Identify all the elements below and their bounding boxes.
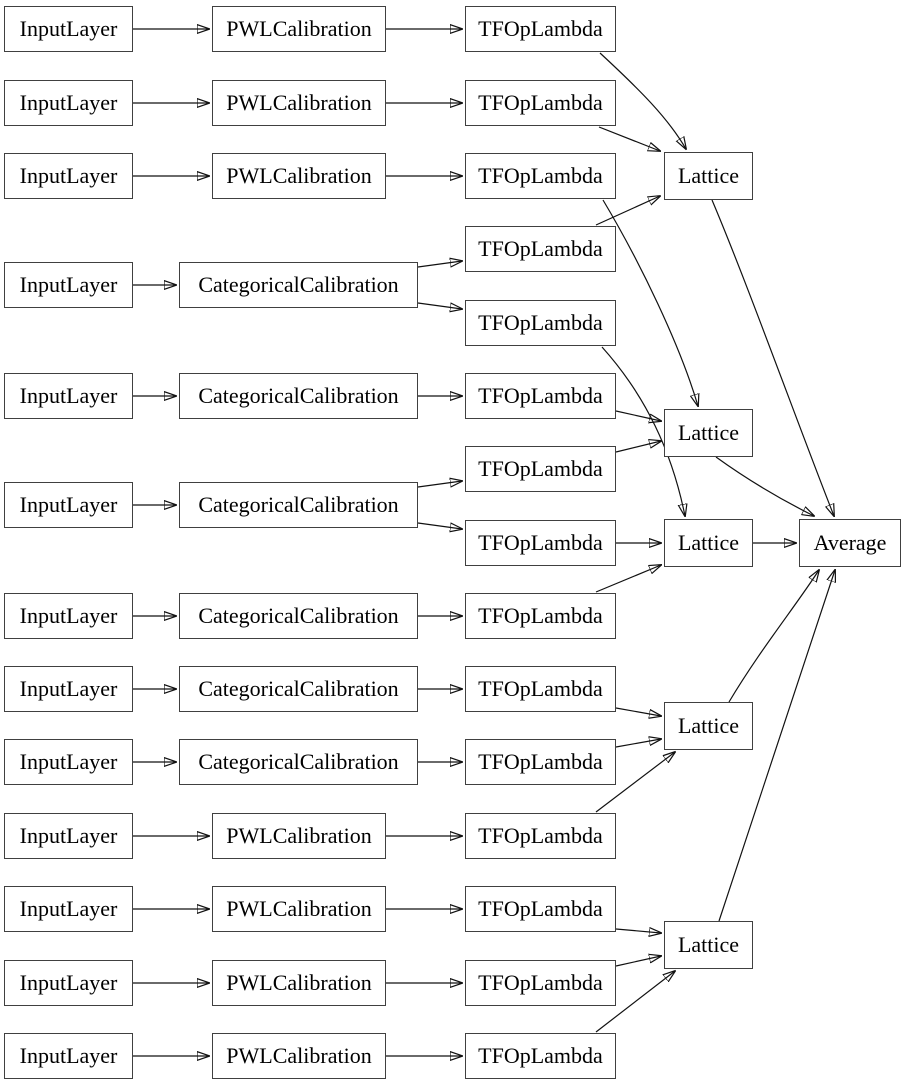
node-pwl6: PWLCalibration bbox=[212, 960, 386, 1006]
node-cc3: CategoricalCalibration bbox=[179, 482, 418, 528]
node-cc1: CategoricalCalibration bbox=[179, 262, 418, 308]
node-lat2: Lattice bbox=[664, 409, 753, 457]
node-tfol11: TFOpLambda bbox=[465, 886, 616, 932]
node-tfol4a: TFOpLambda bbox=[465, 226, 616, 272]
node-tfol9: TFOpLambda bbox=[465, 739, 616, 785]
node-pwl7: PWLCalibration bbox=[212, 1033, 386, 1079]
node-cc2: CategoricalCalibration bbox=[179, 373, 418, 419]
edge-tfol2-lat1 bbox=[598, 126, 660, 151]
node-il6: InputLayer bbox=[4, 482, 133, 528]
node-tfol6a: TFOpLambda bbox=[465, 446, 616, 492]
edge-tfol1-lat1 bbox=[599, 52, 686, 149]
node-tfol5: TFOpLambda bbox=[465, 373, 616, 419]
node-il4: InputLayer bbox=[4, 262, 133, 308]
node-tfol3: TFOpLambda bbox=[465, 153, 616, 199]
edge-group bbox=[133, 29, 835, 1056]
node-lat4: Lattice bbox=[664, 702, 753, 750]
edge-cc1-tfol4a bbox=[417, 261, 462, 268]
node-il10: InputLayer bbox=[4, 813, 133, 859]
node-pwl2: PWLCalibration bbox=[212, 80, 386, 126]
node-il11: InputLayer bbox=[4, 886, 133, 932]
edge-cc1-tfol4b bbox=[417, 302, 462, 309]
node-tfol7: TFOpLambda bbox=[465, 593, 616, 639]
node-tfol1: TFOpLambda bbox=[465, 6, 616, 52]
edge-lat5-avg bbox=[718, 570, 835, 922]
node-tfol8: TFOpLambda bbox=[465, 666, 616, 712]
edge-tfol7-lat3 bbox=[595, 565, 661, 593]
edge-lat2-avg bbox=[715, 456, 814, 516]
node-pwl4: PWLCalibration bbox=[212, 813, 386, 859]
node-il3: InputLayer bbox=[4, 153, 133, 199]
edge-lat1-avg bbox=[711, 199, 834, 516]
edge-tfol8-lat4 bbox=[615, 707, 661, 716]
edge-tfol3-lat2 bbox=[602, 199, 698, 406]
node-il9: InputLayer bbox=[4, 739, 133, 785]
node-tfol6b: TFOpLambda bbox=[465, 520, 616, 566]
node-il2: InputLayer bbox=[4, 80, 133, 126]
node-tfol2: TFOpLambda bbox=[465, 80, 616, 126]
node-pwl3: PWLCalibration bbox=[212, 153, 386, 199]
node-tfol12: TFOpLambda bbox=[465, 960, 616, 1006]
edge-tfol5-lat2 bbox=[615, 410, 661, 421]
node-pwl5: PWLCalibration bbox=[212, 886, 386, 932]
node-cc6: CategoricalCalibration bbox=[179, 739, 418, 785]
edge-tfol12-lat5 bbox=[615, 956, 661, 967]
node-il1: InputLayer bbox=[4, 6, 133, 52]
node-lat1: Lattice bbox=[664, 152, 753, 200]
edge-tfol10-lat4 bbox=[595, 752, 675, 813]
node-tfol4b: TFOpLambda bbox=[465, 300, 616, 346]
node-cc4: CategoricalCalibration bbox=[179, 593, 418, 639]
node-lat5: Lattice bbox=[664, 921, 753, 969]
edge-tfol9-lat4 bbox=[615, 739, 661, 748]
node-il5: InputLayer bbox=[4, 373, 133, 419]
node-pwl1: PWLCalibration bbox=[212, 6, 386, 52]
node-tfol10: TFOpLambda bbox=[465, 813, 616, 859]
edge-tfol4b-lat3 bbox=[601, 346, 685, 516]
node-cc5: CategoricalCalibration bbox=[179, 666, 418, 712]
edge-cc3-tfol6b bbox=[417, 522, 462, 529]
edge-tfol4a-lat1 bbox=[595, 196, 660, 226]
node-il12: InputLayer bbox=[4, 960, 133, 1006]
edge-tfol6a-lat2 bbox=[615, 441, 661, 453]
node-il13: InputLayer bbox=[4, 1033, 133, 1079]
edge-tfol13-lat5 bbox=[595, 971, 675, 1033]
node-il8: InputLayer bbox=[4, 666, 133, 712]
node-il7: InputLayer bbox=[4, 593, 133, 639]
edge-lat4-avg bbox=[728, 570, 819, 703]
node-lat3: Lattice bbox=[664, 519, 753, 567]
edge-tfol11-lat5 bbox=[615, 929, 661, 933]
node-tfol13: TFOpLambda bbox=[465, 1033, 616, 1079]
node-avg: Average bbox=[799, 519, 901, 567]
edge-cc3-tfol6a bbox=[417, 481, 462, 488]
